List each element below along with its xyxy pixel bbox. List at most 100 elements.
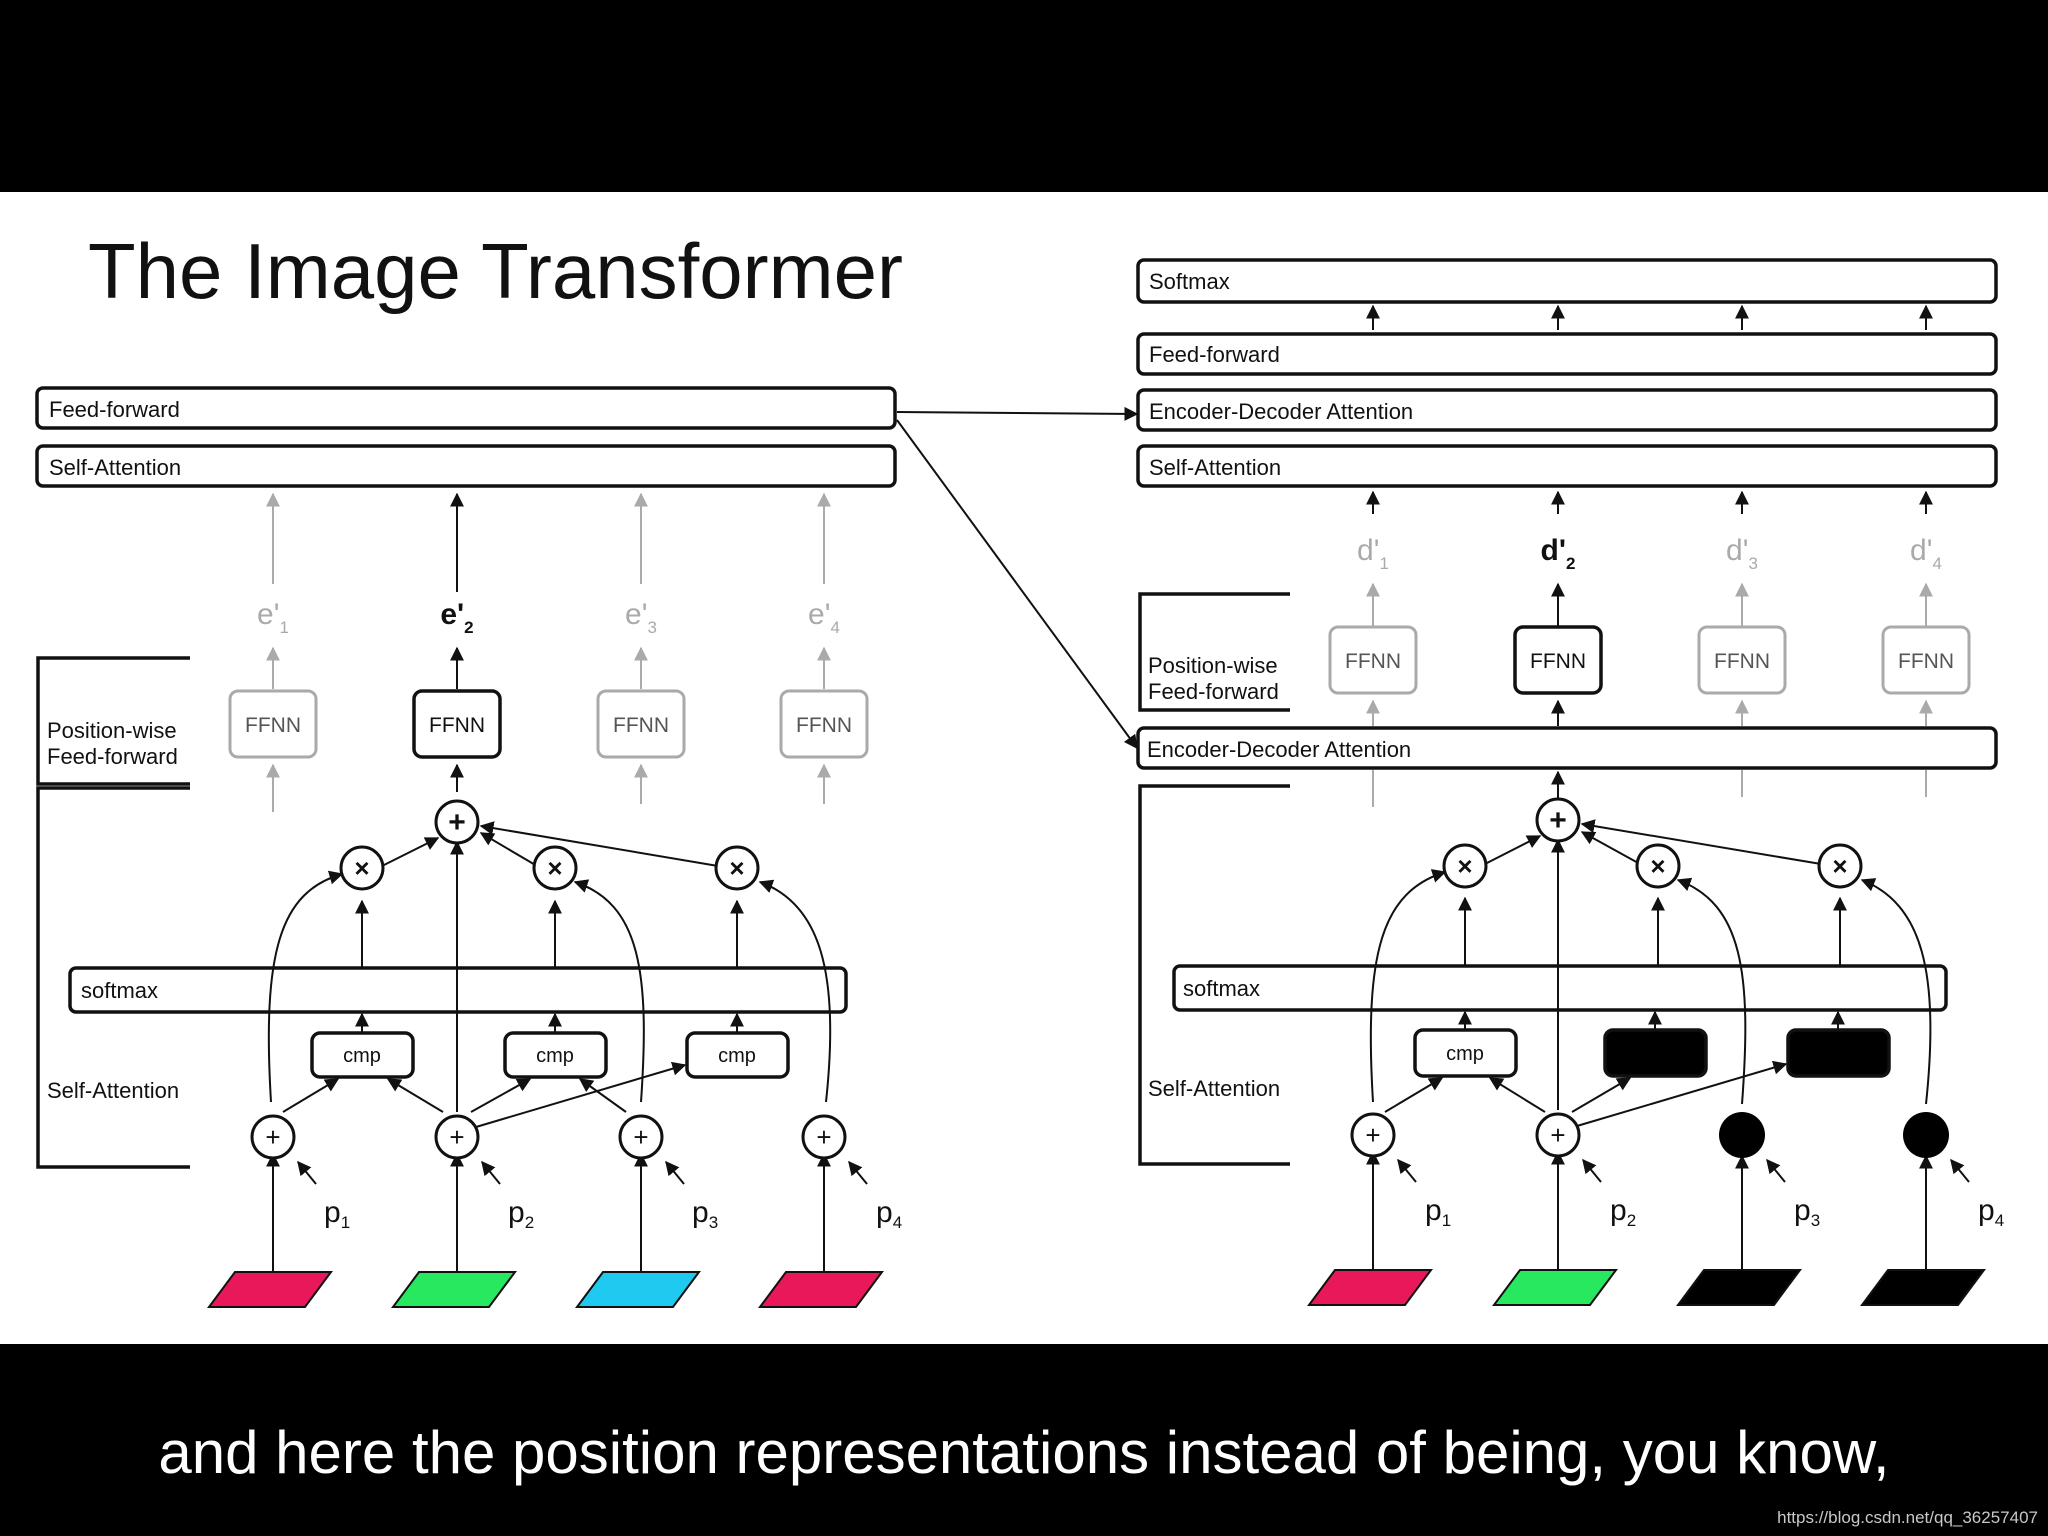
decoder-ffnn-4 (1881, 625, 1971, 695)
decoder-bracket-position-wise (1138, 592, 1290, 712)
encoder-softmax-label: softmax (81, 978, 158, 1003)
decoder-multiply-node-1: × (1442, 843, 1488, 889)
encoder: Feed-forward Self-Attention e'1 e'2 e'3 … (35, 386, 902, 1308)
svg-text:+: + (265, 1122, 280, 1152)
svg-text:×: × (354, 853, 369, 883)
encoder-pixel-4 (758, 1271, 884, 1308)
encoder-ffnn-4-label: FFNN (796, 714, 852, 737)
decoder-ffnn-1-label: FFNN (1345, 650, 1401, 673)
watermark-url: https://blog.csdn.net/qq_36257407 (1777, 1508, 2038, 1527)
decoder-ffnn-3-label: FFNN (1714, 650, 1770, 673)
encoder-add-node-2: + (434, 1114, 480, 1160)
svg-text:+: + (448, 806, 466, 839)
encoder-wires (266, 821, 868, 1272)
decoder-ffnn-2-label: FFNN (1530, 650, 1586, 673)
decoder-masked-cmp-3 (1786, 1028, 1891, 1078)
decoder-masked-node-4 (1903, 1112, 1949, 1158)
svg-text:×: × (1832, 851, 1847, 881)
encoder-ffnn-2-label: FFNN (429, 714, 485, 737)
encoder-multiply-node-2: × (532, 845, 578, 891)
encoder-group-self-attention: Self-Attention (47, 1078, 179, 1103)
svg-text:×: × (729, 853, 744, 883)
encoder-bracket-position-wise (36, 656, 190, 786)
encoder-output-e2: e'2 (440, 598, 473, 637)
decoder-pixel-4 (1860, 1269, 1986, 1306)
encoder-ffnn-2 (412, 689, 502, 759)
decoder-add-node-2: + (1535, 1112, 1581, 1158)
encoder-position-p2: p2 (508, 1196, 534, 1232)
decoder-feed-forward-label: Feed-forward (1149, 342, 1280, 367)
decoder-enc-dec-attention-lower-box (1136, 726, 1998, 770)
encoder-cmp-3-label: cmp (718, 1045, 756, 1067)
decoder-softmax-top-label: Softmax (1149, 269, 1230, 294)
encoder-feed-forward-box (35, 386, 897, 430)
decoder-position-p3: p3 (1794, 1194, 1820, 1230)
encoder-pixel-1 (207, 1271, 333, 1308)
decoder-softmax-box (1172, 964, 1948, 1012)
encoder-output-e3: e'3 (625, 598, 657, 637)
decoder-masked-node-3 (1719, 1112, 1765, 1158)
decoder-enc-dec-attention-box (1136, 388, 1998, 432)
decoder-ffnn-4-label: FFNN (1898, 650, 1954, 673)
encoder-group-position-wise-line2: Feed-forward (47, 744, 178, 769)
decoder-position-p4: p4 (1978, 1194, 2004, 1230)
encoder-add-node-1: + (250, 1114, 296, 1160)
decoder-group-position-wise-line2: Feed-forward (1148, 679, 1279, 704)
encoder-position-p3: p3 (692, 1196, 718, 1232)
decoder-softmax-label: softmax (1183, 976, 1260, 1001)
encoder-cmp-1-label: cmp (343, 1045, 381, 1067)
encoder-add-node-4: + (801, 1114, 847, 1160)
decoder-pixel-2 (1492, 1269, 1618, 1306)
decoder-sum-node: + (1535, 797, 1581, 843)
decoder-ffnn-3 (1697, 625, 1787, 695)
decoder-feed-forward-box (1136, 332, 1998, 376)
encoder-to-decoder-arrow-lower (896, 419, 1138, 750)
svg-text:×: × (1650, 851, 1665, 881)
decoder-group-position-wise-line1: Position-wise (1148, 653, 1278, 678)
encoder-ffnn-3-label: FFNN (613, 714, 669, 737)
slide-title: The Image Transformer (88, 227, 903, 315)
decoder-position-p2: p2 (1610, 1194, 1636, 1230)
decoder-output-d2: d'2 (1541, 534, 1576, 573)
decoder-enc-dec-attention-label: Encoder-Decoder Attention (1149, 399, 1413, 424)
svg-text:+: + (1365, 1120, 1380, 1150)
encoder-feed-forward-label: Feed-forward (49, 397, 180, 422)
encoder-multiply-node-1: × (339, 845, 385, 891)
encoder-pixel-3 (575, 1271, 701, 1308)
encoder-bracket-self-attention (36, 786, 190, 1169)
subtitle-caption: and here the position representations in… (158, 1419, 1890, 1486)
decoder: Softmax Feed-forward Encoder-Decoder Att… (1136, 258, 2004, 1306)
decoder-multiply-node-3: × (1817, 843, 1863, 889)
decoder-ffnn-1 (1328, 625, 1418, 695)
decoder-softmax-top-box (1136, 258, 1998, 304)
decoder-pixel-1 (1307, 1269, 1433, 1306)
decoder-ffnn-2 (1513, 625, 1603, 695)
encoder-ffnn-4 (779, 689, 869, 759)
svg-text:×: × (547, 853, 562, 883)
encoder-ffnn-1-label: FFNN (245, 714, 301, 737)
encoder-pixel-2 (391, 1271, 517, 1308)
decoder-pixel-3 (1676, 1269, 1802, 1306)
encoder-ffnn-3 (596, 689, 686, 759)
decoder-output-d3: d'3 (1726, 534, 1758, 573)
encoder-output-e4: e'4 (808, 598, 840, 637)
decoder-bracket-self-attention (1138, 784, 1290, 1166)
decoder-position-p1: p1 (1425, 1194, 1451, 1230)
encoder-add-node-3: + (618, 1114, 664, 1160)
svg-text:+: + (449, 1122, 464, 1152)
decoder-multiply-node-2: × (1635, 843, 1681, 889)
decoder-group-self-attention: Self-Attention (1148, 1076, 1280, 1101)
decoder-self-attention-label: Self-Attention (1149, 455, 1281, 480)
image-transformer-diagram: The Image Transformer Feed-forward Self-… (35, 227, 2004, 1308)
encoder-output-e1: e'1 (257, 598, 289, 637)
svg-text:+: + (1549, 804, 1567, 837)
encoder-ffnn-1 (228, 689, 318, 759)
encoder-self-attention-label: Self-Attention (49, 455, 181, 480)
svg-text:+: + (816, 1122, 831, 1152)
encoder-to-decoder-arrow-top (896, 406, 1139, 421)
svg-text:×: × (1457, 851, 1472, 881)
svg-text:+: + (633, 1122, 648, 1152)
decoder-wires (1366, 770, 1970, 1270)
encoder-position-p1: p1 (324, 1196, 350, 1232)
encoder-position-p4: p4 (876, 1196, 902, 1232)
